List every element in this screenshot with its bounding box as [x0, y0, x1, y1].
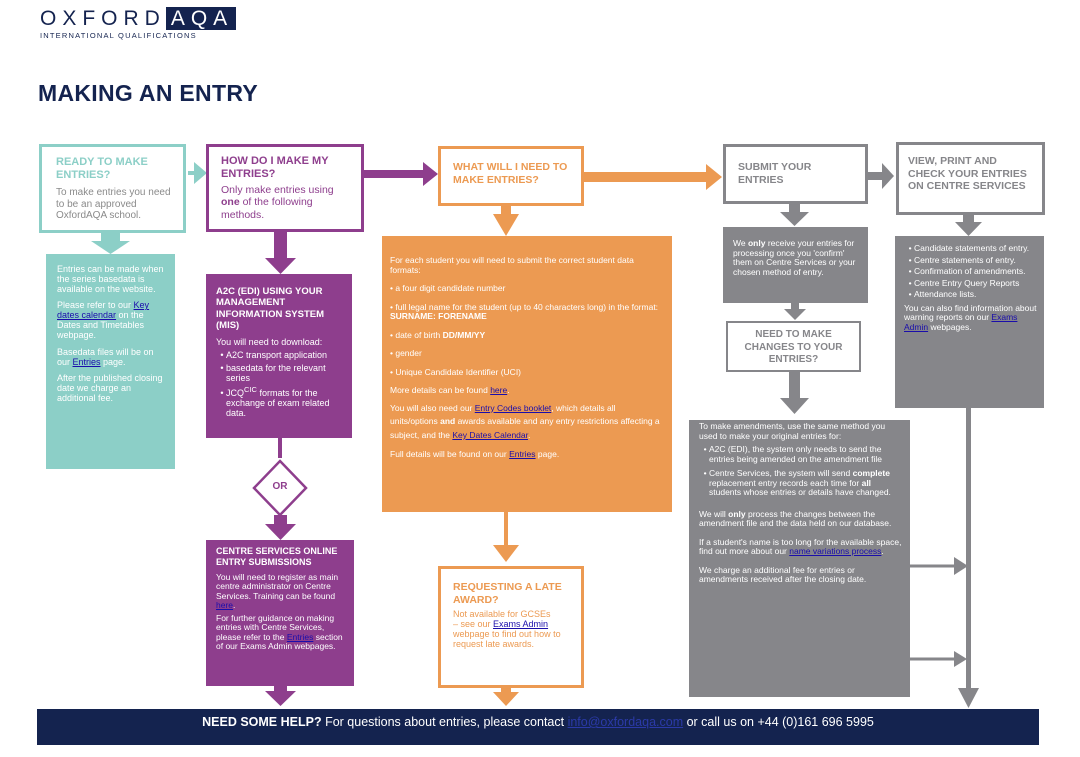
a2c-intro: You will need to download: — [216, 336, 323, 347]
training-here-link[interactable]: here — [216, 600, 234, 611]
arrow-down-what-details — [493, 206, 519, 236]
help-footer-phone: or call us on +44 (0)161 696 5995 — [683, 715, 874, 729]
entries-link-ready[interactable]: Entries — [72, 356, 101, 367]
arrow-down-or-centre — [265, 515, 296, 540]
submit-heading: SUBMIT YOUR ENTRIES — [738, 161, 812, 186]
arrow-down-submit-changes — [784, 303, 806, 320]
key-dates-calendar-link[interactable]: Key Dates Calendar — [452, 429, 528, 440]
what-more: More details can be found here. — [390, 385, 510, 396]
changes-b1: A2C (EDI), the system only needs to send… — [709, 444, 902, 464]
what-also: You will also need our Entry Codes bookl… — [390, 402, 660, 440]
ready-heading: READY TO MAKE ENTRIES? — [56, 156, 148, 182]
view-heading: VIEW, PRINT AND CHECK YOUR ENTRIES ON CE… — [908, 155, 1027, 193]
arrow-right-ready-how — [188, 162, 207, 184]
arrow-right-how-what — [364, 162, 438, 186]
submit-body: We only receive your entries for process… — [733, 238, 856, 277]
or-label: OR — [272, 481, 288, 492]
changes-heading: NEED TO MAKE CHANGES TO YOUR ENTRIES? — [744, 329, 843, 365]
centre-online-box: CENTRE SERVICES ONLINE ENTRY SUBMISSIONS… — [206, 540, 354, 686]
how-body: Only make entries using one of the follo… — [221, 184, 334, 221]
late-body: Not available for GCSEs – see our Exams … — [453, 609, 561, 649]
ready-box: READY TO MAKE ENTRIES? To make entries y… — [39, 144, 186, 233]
ready-body: To make entries you need to be an approv… — [56, 187, 171, 222]
what-heading: WHAT WILL I NEED TO MAKE ENTRIES? — [453, 161, 568, 186]
logo-subtitle: INTERNATIONAL QUALIFICATIONS — [40, 31, 197, 40]
changes-p1: We will only process the changes between… — [699, 508, 892, 529]
more-details-link[interactable]: here — [490, 385, 508, 396]
a2c-item-2: basedata for the relevant series — [226, 363, 344, 383]
what-b5: • Unique Candidate Identifier (UCI) — [390, 366, 522, 377]
what-b4: • gender — [390, 348, 422, 359]
a2c-box: A2C (EDI) USING YOUR MANAGEMENT INFORMAT… — [206, 274, 352, 438]
arrow-down-late-bottom — [493, 688, 519, 706]
arrow-down-view — [955, 215, 982, 236]
how-heading: HOW DO I MAKE MY ENTRIES? — [221, 155, 329, 181]
submit-info-box: We only receive your entries for process… — [723, 227, 868, 303]
centre-online-heading: CENTRE SERVICES ONLINE ENTRY SUBMISSIONS — [216, 546, 338, 567]
a2c-heading: A2C (EDI) USING YOUR MANAGEMENT INFORMAT… — [216, 286, 325, 332]
late-heading: REQUESTING A LATE AWARD? — [453, 581, 562, 606]
help-footer: NEED SOME HELP? For questions about entr… — [37, 709, 1039, 745]
arrow-right-what-submit — [584, 164, 722, 190]
entries-section-link[interactable]: Entries — [286, 631, 314, 642]
ready-info-1: Entries can be made when the series base… — [57, 264, 164, 295]
view-item-1: Candidate statements of entry. — [914, 243, 1040, 254]
entry-codes-link[interactable]: Entry Codes booklet — [474, 402, 552, 413]
view-item-4: Centre Entry Query Reports — [914, 278, 1040, 289]
ready-info-2: Please refer to our Key dates calendar o… — [57, 300, 150, 341]
arrow-down-changes-amend — [780, 372, 809, 414]
amendments-box: To make amendments, use the same method … — [689, 420, 910, 697]
view-item-5: Attendance lists. — [914, 290, 1040, 300]
ready-info-4: After the published closing date we char… — [57, 372, 163, 403]
changes-box: NEED TO MAKE CHANGES TO YOUR ENTRIES? — [726, 321, 861, 372]
what-full: Full details will be found on our Entrie… — [390, 449, 560, 460]
ready-info-box: Entries can be made when the series base… — [46, 254, 175, 469]
centre-online-p1: You will need to register as main centre… — [216, 571, 339, 611]
changes-p3: We charge an additional fee for entries … — [699, 564, 867, 585]
what-b1: • a four digit candidate number — [390, 283, 506, 294]
changes-b2: Centre Services, the system will send co… — [709, 468, 902, 498]
arrow-down-centre-bottom — [265, 686, 296, 706]
logo-aqa: AQA — [165, 7, 237, 30]
changes-intro: To make amendments, use the same method … — [699, 421, 886, 441]
page-title: MAKING AN ENTRY — [38, 80, 259, 106]
arrow-down-view-bottom — [958, 688, 979, 708]
view-more: You can also find information about warn… — [904, 302, 1037, 332]
arrow-down-how-a2c — [265, 232, 296, 274]
arrow-right-amend-line-2 — [954, 651, 967, 667]
view-item-3: Confirmation of amendments. — [914, 267, 1040, 277]
name-variations-link[interactable]: name variations process — [789, 546, 882, 557]
a2c-item-1: A2C transport application — [226, 350, 344, 360]
what-intro: For each student you will need to submit… — [390, 255, 634, 275]
arrow-right-submit-view — [868, 163, 894, 189]
arrow-down-details-late — [493, 545, 519, 562]
arrow-down-submit — [780, 204, 809, 226]
what-box: WHAT WILL I NEED TO MAKE ENTRIES? — [438, 146, 584, 206]
how-box: HOW DO I MAKE MY ENTRIES? Only make entr… — [206, 144, 364, 232]
submit-box: SUBMIT YOUR ENTRIES — [723, 144, 868, 204]
changes-p2: If a student's name is too long for the … — [699, 536, 902, 557]
arrow-down-ready — [91, 233, 130, 254]
view-info-box: Candidate statements of entry. Centre st… — [895, 236, 1044, 408]
centre-online-p2: For further guidance on making entries w… — [216, 612, 343, 652]
view-item-2: Centre statements of entry. — [914, 255, 1040, 266]
a2c-item-3: JCQCIC formats for the exchange of exam … — [226, 385, 344, 418]
logo-word: OXFORD — [40, 7, 166, 30]
entries-link-what[interactable]: Entries — [509, 449, 536, 460]
help-footer-text: For questions about entries, please cont… — [321, 715, 568, 729]
arrow-right-amend-line — [954, 557, 968, 575]
what-b2: • full legal name for the student (up to… — [390, 301, 659, 322]
what-details-box: For each student you will need to submit… — [382, 236, 672, 512]
late-box: REQUESTING A LATE AWARD? Not available f… — [438, 566, 584, 688]
what-b3: • date of birth DD/MM/YY — [390, 329, 486, 340]
help-footer-bold: NEED SOME HELP? — [202, 715, 322, 729]
ready-info-3: Basedata files will be on our Entries pa… — [57, 346, 154, 367]
exams-admin-link-view[interactable]: Exams Admin — [904, 312, 1018, 332]
exams-admin-link-late[interactable]: Exams Admin — [493, 619, 549, 630]
contact-email-link[interactable]: info@oxfordaqa.com — [567, 715, 684, 729]
view-box: VIEW, PRINT AND CHECK YOUR ENTRIES ON CE… — [896, 142, 1045, 215]
key-dates-link[interactable]: Key dates calendar — [57, 300, 150, 321]
